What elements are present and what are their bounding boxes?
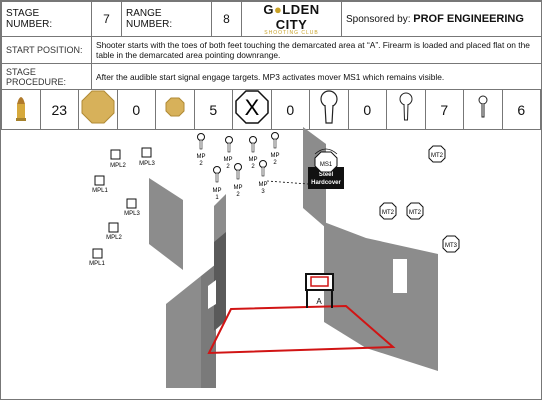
large-popper-icon bbox=[320, 90, 338, 124]
no-shoot-octagon-icon: X bbox=[235, 90, 269, 124]
wall-front-left bbox=[166, 276, 201, 388]
mp2-a-label: MP bbox=[197, 154, 206, 160]
wall-right-a bbox=[324, 222, 366, 348]
svg-text:X: X bbox=[244, 95, 259, 120]
mp1-num: 1 bbox=[215, 195, 219, 201]
no-shoot-count: 0 bbox=[270, 89, 310, 130]
table-a: A bbox=[305, 273, 334, 308]
no-shoot-icon-cell: X bbox=[232, 89, 272, 130]
mpl3-mid-label: MPL3 bbox=[124, 211, 140, 217]
wall-center-dark bbox=[214, 232, 226, 331]
stage-procedure-label: STAGE PROCEDURE: bbox=[1, 63, 92, 90]
range-number-value: 8 bbox=[211, 1, 242, 37]
ms1-label: MS1 bbox=[320, 162, 333, 168]
sponsor: Sponsored by: PROF ENGINEERING bbox=[341, 1, 542, 37]
sponsor-name: PROF ENGINEERING bbox=[413, 13, 524, 25]
hardcover-line1: Steel bbox=[319, 172, 334, 178]
table-label: A bbox=[316, 297, 322, 306]
mt2-a-label: MT2 bbox=[431, 153, 444, 159]
mp2-e-num: 2 bbox=[236, 192, 240, 198]
hardcover-line2: Hardcover bbox=[311, 180, 341, 186]
large-popper-icon-cell bbox=[309, 89, 349, 130]
sponsor-label: Sponsored by: bbox=[346, 14, 411, 25]
small-octagon-target-icon bbox=[165, 97, 185, 117]
mp2-c-num: 2 bbox=[251, 164, 255, 170]
large-octagon-target-icon bbox=[81, 90, 115, 124]
mpl2-mid-label: MPL2 bbox=[106, 235, 122, 241]
large-octagon-count: 0 bbox=[116, 89, 156, 130]
mt2-b-label: MT2 bbox=[382, 210, 395, 216]
steel-hardcover: Steel Hardcover bbox=[266, 167, 344, 189]
wall-window-right bbox=[393, 259, 407, 293]
mpl1-bot-label: MPL1 bbox=[89, 261, 105, 267]
large-octagon-icon-cell bbox=[78, 89, 118, 130]
medium-popper-count: 7 bbox=[424, 89, 464, 130]
mp1-label: MP bbox=[213, 188, 222, 194]
rounds-count: 23 bbox=[39, 89, 79, 130]
mt2-c-label: MT2 bbox=[409, 210, 422, 216]
mover-ms1: MS1 bbox=[314, 148, 338, 173]
mp2-c-label: MP bbox=[249, 157, 258, 163]
mpl1-top-label: MPL1 bbox=[92, 188, 108, 194]
mp2-d-num: 2 bbox=[273, 160, 277, 166]
mpl3-top-label: MPL3 bbox=[139, 161, 155, 167]
wall-right-b bbox=[366, 238, 438, 371]
mpl2-top-label: MPL2 bbox=[110, 163, 126, 169]
range-number-label: RANGE NUMBER: bbox=[121, 1, 212, 37]
target-count-table: 23 0 5 X 0 bbox=[1, 89, 541, 130]
stage-header-table: STAGE NUMBER: 7 RANGE NUMBER: 8 G●LDEN C… bbox=[1, 1, 542, 90]
mp2-a-num: 2 bbox=[199, 161, 203, 167]
mp2-b-label: MP bbox=[224, 157, 233, 163]
paper-targets: MPL2 MPL3 MPL1 MPL3 MPL2 MPL1 bbox=[89, 147, 155, 267]
mp2-e-label: MP bbox=[234, 185, 243, 191]
small-popper-count: 6 bbox=[501, 89, 541, 130]
mp3-label: MP bbox=[259, 182, 268, 188]
wall-left bbox=[149, 178, 183, 270]
bullet-icon bbox=[15, 97, 26, 121]
mini-targets: MT2 MT2 MT2 MT3 bbox=[379, 145, 460, 253]
wall-window-left bbox=[208, 280, 216, 309]
small-popper-icon bbox=[478, 95, 488, 118]
medium-popper-icon-cell bbox=[386, 89, 426, 130]
start-position-label: START POSITION: bbox=[1, 36, 92, 64]
bullet-icon-cell bbox=[1, 89, 41, 130]
small-popper-icon-cell bbox=[463, 89, 503, 130]
small-octagon-icon-cell bbox=[155, 89, 195, 130]
mp2-d-label: MP bbox=[271, 153, 280, 159]
stage-number-value: 7 bbox=[91, 1, 122, 37]
stage-diagram: A Steel Hardcover MS1 MPL2 MPL3 bbox=[1, 126, 541, 399]
large-popper-count: 0 bbox=[347, 89, 387, 130]
mt3-label: MT3 bbox=[445, 243, 458, 249]
mp3-num: 3 bbox=[261, 189, 265, 195]
stage-number-label: STAGE NUMBER: bbox=[1, 1, 92, 37]
mp2-b-num: 2 bbox=[226, 164, 230, 170]
start-position-text: Shooter starts with the toes of both fee… bbox=[91, 36, 542, 64]
stage-diagram-svg: A Steel Hardcover MS1 MPL2 MPL3 bbox=[89, 127, 460, 388]
small-octagon-count: 5 bbox=[193, 89, 233, 130]
stage-procedure-text: After the audible start signal engage ta… bbox=[91, 63, 542, 90]
medium-popper-icon bbox=[399, 92, 413, 121]
mini-poppers: MP 2 MP 2 MP 2 MP 2 MP 1 MP 2 MP 3 bbox=[197, 132, 280, 201]
